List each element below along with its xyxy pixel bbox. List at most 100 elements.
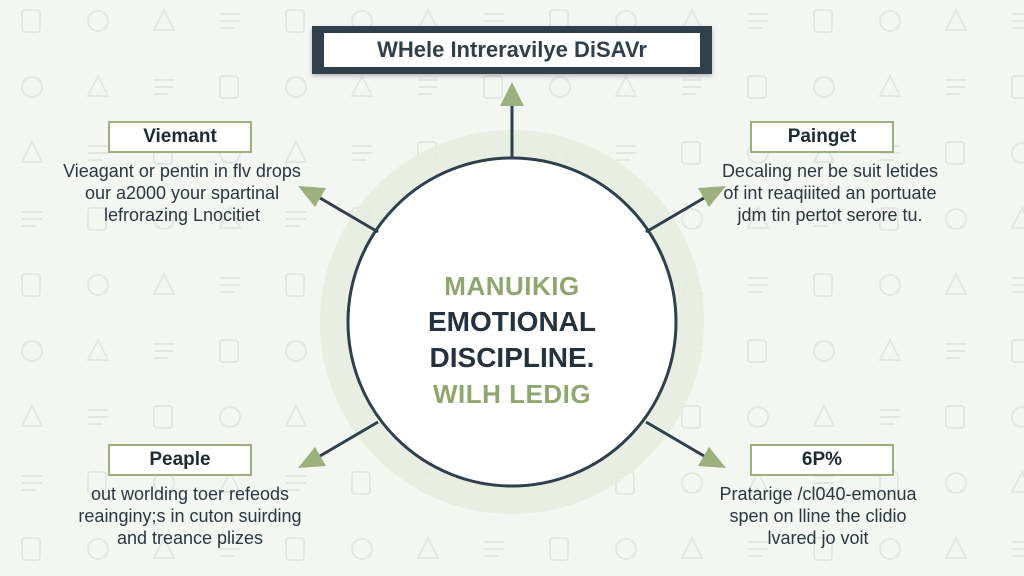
background-icon (220, 541, 240, 557)
background-icon (879, 10, 901, 32)
background-icon (351, 538, 373, 560)
background-icon (219, 75, 239, 99)
arrowhead-up-icon (500, 82, 524, 106)
background-icon (219, 406, 241, 428)
background-icon (614, 73, 638, 97)
background-icon (878, 73, 902, 97)
background-icon (748, 13, 768, 29)
background-icon (681, 472, 703, 494)
background-icon (813, 340, 835, 362)
background-icon (945, 472, 967, 494)
center-heading: MANUIKIG EMOTIONAL DISCIPLINE. WILH LEDI… (352, 268, 672, 412)
background-icon (484, 541, 504, 557)
background-icon (747, 75, 767, 99)
background-icon (812, 403, 836, 427)
background-icon (747, 339, 767, 363)
background-icon (746, 205, 770, 229)
center-line-2: EMOTIONAL (428, 306, 596, 337)
background-icon (945, 208, 967, 230)
background-icon (20, 403, 44, 427)
background-icon (88, 409, 108, 425)
desc-line: our a2000 your spartinal (84, 183, 280, 203)
node-desc-bottom-left: out worlding toer refeods reainginy;s in… (40, 483, 340, 549)
background-icon (285, 273, 305, 297)
node-label-top-left: Viemant (108, 121, 252, 153)
background-icon (87, 538, 109, 560)
background-icon (946, 79, 966, 95)
background-icon (616, 145, 636, 161)
background-icon (22, 211, 42, 227)
page-title: WHele Intreravilye DiSAVr (324, 33, 700, 67)
background-icon (22, 475, 42, 491)
title-banner: WHele Intreravilye DiSAVr (312, 26, 712, 74)
center-line-1: MANUIKIG (444, 271, 580, 301)
desc-line: lefrorazing Lnocitiet (103, 205, 261, 225)
arrowhead-bottom-left-icon (298, 447, 326, 468)
background-icon (483, 75, 503, 99)
background-icon (681, 208, 703, 230)
background-icon (416, 535, 440, 559)
background-icon (86, 73, 110, 97)
background-icon (747, 406, 769, 428)
background-icon (220, 277, 240, 293)
desc-line: and treance plizes (116, 528, 264, 548)
background-icon (220, 13, 240, 29)
background-icon (681, 405, 701, 429)
background-icon (748, 541, 768, 557)
desc-line: Vieagant or pentin in flv drops (63, 161, 301, 181)
node-desc-bottom-right: Pratarige /cl040-emonua spen on lline th… (668, 483, 968, 549)
background-icon (152, 271, 176, 295)
background-icon (814, 211, 834, 227)
desc-line: reainginy;s in cuton suirding (78, 506, 302, 526)
background-icon (152, 7, 176, 31)
desc-line: Decaling ner be suit letides (721, 161, 939, 181)
background-icon (1011, 339, 1024, 363)
background-icon (944, 271, 968, 295)
background-icon (286, 211, 306, 227)
background-icon (418, 79, 438, 95)
background-icon (946, 343, 966, 359)
background-icon (549, 76, 571, 98)
background-icon (681, 141, 701, 165)
background-icon (284, 403, 308, 427)
background-icon (813, 76, 835, 98)
background-icon (1010, 205, 1024, 229)
background-icon (87, 471, 107, 495)
background-icon (944, 535, 968, 559)
node-label-bottom-right: 6P% (750, 444, 894, 476)
node-desc-top-left: Vieagant or pentin in flv drops our a200… (32, 160, 332, 226)
background-icon (153, 208, 175, 230)
background-icon (21, 340, 43, 362)
background-icon (86, 337, 110, 361)
background-icon (87, 274, 109, 296)
background-icon (218, 205, 242, 229)
background-icon (879, 207, 899, 231)
background-icon (879, 274, 901, 296)
arrowhead-bottom-right-icon (698, 447, 726, 468)
node-label-top-right: Painget (750, 121, 894, 153)
desc-line: of int reaqiiited an portuate (723, 183, 937, 203)
background-icon (878, 337, 902, 361)
background-icon (154, 343, 174, 359)
background-icon (1010, 469, 1024, 493)
desc-line: lvared jo voit (767, 528, 869, 548)
background-icon (153, 405, 173, 429)
background-icon (746, 469, 770, 493)
background-icon (813, 273, 833, 297)
background-icon (285, 9, 305, 33)
background-icon (813, 9, 833, 33)
background-icon (945, 405, 965, 429)
background-icon (945, 141, 965, 165)
background-icon (748, 277, 768, 293)
arrow-bottom-right (645, 420, 705, 458)
background-icon (87, 10, 109, 32)
background-icon (21, 273, 41, 297)
desc-line: out worlding toer refeods (90, 484, 290, 504)
background-icon (284, 139, 308, 163)
background-icon (285, 340, 307, 362)
arrow-top-left (319, 196, 379, 234)
background-icon (1011, 142, 1024, 164)
background-icon (218, 469, 242, 493)
background-icon (21, 9, 41, 33)
